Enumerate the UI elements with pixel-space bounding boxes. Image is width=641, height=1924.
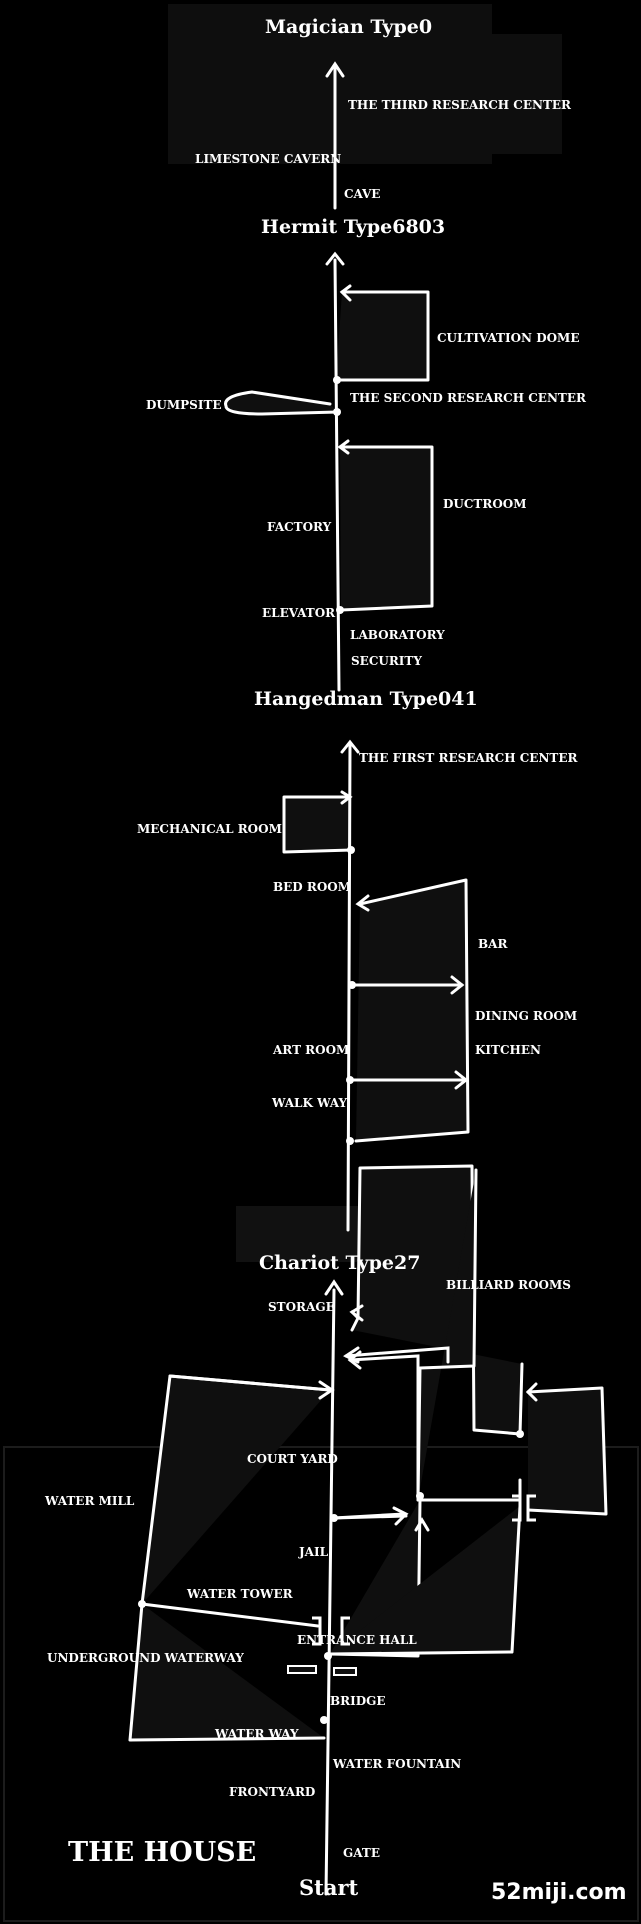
trunk-hermit bbox=[333, 258, 341, 692]
gate-water-tower-right bbox=[340, 1616, 350, 1646]
arrow-jail-up bbox=[414, 1517, 430, 1532]
room-bar-dining-kitchen bbox=[354, 878, 470, 1143]
house-title: THE HOUSE bbox=[68, 1837, 257, 1868]
area-gate: GATE bbox=[343, 1846, 380, 1860]
panel-third-research-center-ext bbox=[340, 34, 562, 154]
room-billiard-right bbox=[526, 1386, 608, 1516]
node-jail bbox=[416, 1492, 424, 1500]
area-water-way: WATER WAY bbox=[215, 1727, 299, 1741]
arrow-courtyard-head bbox=[318, 1380, 335, 1400]
area-dining-room: DINING ROOM bbox=[475, 1009, 578, 1023]
node-billiard-bottom bbox=[516, 1430, 524, 1438]
arrow-billiard-3 bbox=[348, 1354, 420, 1502]
area-security: SECURITY bbox=[351, 654, 422, 668]
node-entrance-hall bbox=[324, 1652, 332, 1660]
room-ductroom bbox=[338, 445, 434, 612]
node-art-room bbox=[346, 1076, 354, 1084]
panel-house bbox=[3, 1446, 639, 1922]
area-first-research-center: THE FIRST RESEARCH CENTER bbox=[359, 751, 578, 765]
area-water-mill: WATER MILL bbox=[45, 1494, 135, 1508]
area-bar: BAR bbox=[478, 937, 508, 951]
arrow-up-magician bbox=[325, 61, 345, 78]
arrow-jail-head bbox=[392, 1506, 409, 1526]
boss-magician: Magician Type0 bbox=[265, 16, 433, 38]
watermark: 52miji.com bbox=[491, 1880, 627, 1905]
gate-water-tower-left bbox=[312, 1616, 322, 1646]
arrow-up-chariot bbox=[324, 1279, 344, 1296]
node-water-way bbox=[320, 1716, 328, 1724]
area-dumpsite: DUMPSITE bbox=[146, 398, 222, 412]
arrow-cultivation bbox=[339, 284, 352, 302]
node-water-mill bbox=[138, 1600, 146, 1608]
arrow-ductroom bbox=[337, 439, 350, 455]
area-kitchen: KITCHEN bbox=[475, 1043, 541, 1057]
area-limestone-cavern: LIMESTONE CAVERN bbox=[195, 152, 342, 166]
area-laboratory: LABORATORY bbox=[350, 628, 445, 642]
boss-hermit: Hermit Type6803 bbox=[261, 216, 446, 238]
node-courtyard bbox=[330, 1514, 338, 1522]
bridge-right-plank bbox=[333, 1667, 357, 1676]
boss-chariot: Chariot Type27 bbox=[259, 1252, 421, 1274]
area-factory: FACTORY bbox=[267, 520, 332, 534]
area-cave: CAVE bbox=[344, 187, 381, 201]
arrow-bar-head bbox=[450, 975, 465, 995]
room-dumpsite bbox=[224, 390, 340, 416]
area-storage: STORAGE bbox=[268, 1300, 335, 1314]
area-elevator: ELEVATOR bbox=[262, 606, 336, 620]
area-second-research-center: THE SECOND RESEARCH CENTER bbox=[350, 391, 586, 405]
room-cultivation-dome bbox=[334, 290, 430, 382]
node-bar bbox=[348, 981, 356, 989]
room-water-mill bbox=[140, 1374, 332, 1606]
area-court-yard: COURT YARD bbox=[247, 1452, 338, 1466]
gate-billiard-left bbox=[512, 1494, 522, 1522]
node-walk-way bbox=[346, 1137, 354, 1145]
arrow-billiard-head-1 bbox=[349, 1304, 364, 1322]
node-elevator bbox=[336, 606, 344, 614]
area-ductroom: DUCTROOM bbox=[443, 497, 527, 511]
arrow-kitchen-head bbox=[454, 1070, 469, 1090]
room-mechanical bbox=[282, 795, 354, 854]
arrow-jail bbox=[332, 1512, 406, 1520]
arrow-billiard-head-3 bbox=[347, 1350, 362, 1370]
area-frontyard: FRONTYARD bbox=[229, 1785, 316, 1799]
node-mechanical bbox=[347, 846, 355, 854]
node-second-research bbox=[333, 376, 341, 384]
gate-billiard-right bbox=[526, 1494, 536, 1522]
area-jail: JAIL bbox=[299, 1545, 329, 1559]
area-art-room: ART ROOM bbox=[273, 1043, 350, 1057]
room-billiard bbox=[350, 1164, 524, 1436]
area-bridge: BRIDGE bbox=[330, 1694, 386, 1708]
bridge-left-plank bbox=[287, 1665, 317, 1674]
arrow-bedroom bbox=[355, 894, 370, 912]
arrow-courtyard bbox=[168, 1374, 332, 1392]
arrow-up-hangedman bbox=[340, 739, 360, 754]
room-water-tower-link bbox=[140, 1602, 320, 1628]
area-water-fountain: WATER FOUNTAIN bbox=[333, 1757, 462, 1771]
node-dumpsite bbox=[333, 408, 341, 416]
area-billiard-rooms: BILLIARD ROOMS bbox=[446, 1278, 571, 1292]
trunk-house bbox=[324, 1288, 336, 1896]
area-cultivation-dome: CULTIVATION DOME bbox=[437, 331, 580, 345]
area-third-research-center: THE THIRD RESEARCH CENTER bbox=[348, 98, 572, 112]
room-entrance-hall bbox=[328, 1504, 522, 1656]
boss-hangedman: Hangedman Type041 bbox=[254, 688, 478, 710]
area-mechanical-room: MECHANICAL ROOM bbox=[137, 822, 282, 836]
room-underground-waterway bbox=[128, 1602, 326, 1742]
start-label: Start bbox=[299, 1875, 359, 1900]
area-walk-way: WALK WAY bbox=[272, 1096, 348, 1110]
area-entrance-hall: ENTRANCE HALL bbox=[297, 1633, 417, 1647]
arrow-up-hermit bbox=[325, 251, 345, 266]
arrow-billiard-2 bbox=[344, 1346, 450, 1364]
area-underground-waterway: UNDERGROUND WATERWAY bbox=[47, 1651, 244, 1665]
area-water-tower: WATER TOWER bbox=[187, 1587, 293, 1601]
arrow-billiard-right-head bbox=[525, 1382, 538, 1402]
arrow-mechanical bbox=[340, 790, 353, 805]
area-bed-room: BED ROOM bbox=[273, 880, 352, 894]
